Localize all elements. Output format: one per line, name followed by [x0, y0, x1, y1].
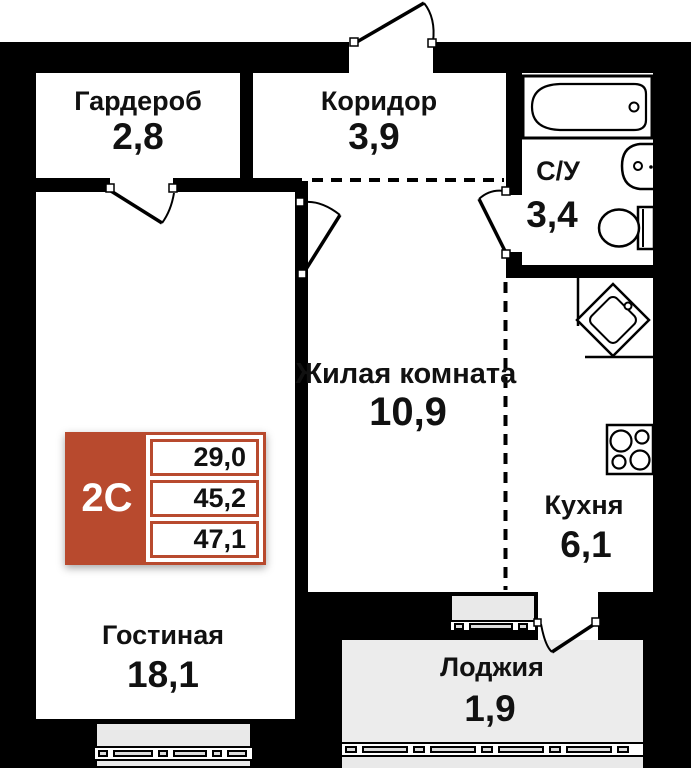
badge-area-row: 47,1	[150, 521, 259, 558]
room-area-lounge: 18,1	[126, 654, 200, 695]
loggia-outer-sill	[342, 755, 643, 768]
wall-segment	[253, 178, 302, 192]
room-label-lounge: Гостиная	[101, 620, 225, 650]
apartment-badge: 2С 29,0 45,2 47,1	[65, 432, 266, 565]
room-label-wardrobe: Гардероб	[74, 86, 202, 116]
entrance-door	[349, 1, 437, 48]
room-corridor	[253, 73, 506, 181]
room-area-kitchen: 6,1	[560, 524, 612, 565]
room-area-wardrobe: 2,8	[112, 116, 164, 157]
room-area-bathroom: 3,4	[526, 194, 578, 235]
room-label-kitchen: Кухня	[544, 490, 624, 520]
apartment-areas: 29,0 45,2 47,1	[146, 435, 263, 562]
room-area-living: 10,9	[369, 390, 447, 434]
room-area-corridor: 3,9	[348, 116, 400, 157]
room-area-loggia: 1,9	[464, 688, 516, 729]
room-label-living: Жилая комната	[295, 358, 517, 390]
badge-area-row: 29,0	[150, 439, 259, 476]
room-wardrobe	[36, 73, 240, 178]
loggia-door-opening	[538, 592, 598, 640]
loggia-glazing	[342, 744, 643, 755]
wardrobe-door-opening	[110, 178, 173, 192]
lounge-window-outer-sill	[95, 759, 252, 768]
bathroom-door-opening	[504, 195, 522, 252]
lounge-window-glazing	[95, 748, 252, 759]
entrance-door-opening	[349, 42, 433, 73]
lounge-window-sill	[95, 722, 252, 748]
room-label-bathroom: С/У	[536, 156, 580, 186]
room-loggia	[342, 640, 643, 742]
badge-area-row: 45,2	[150, 480, 259, 517]
room-label-loggia: Лоджия	[440, 652, 544, 682]
room-label-corridor: Коридор	[320, 86, 438, 116]
apartment-type-label: 2С	[68, 435, 146, 562]
loggia-window-glazing	[451, 620, 535, 632]
